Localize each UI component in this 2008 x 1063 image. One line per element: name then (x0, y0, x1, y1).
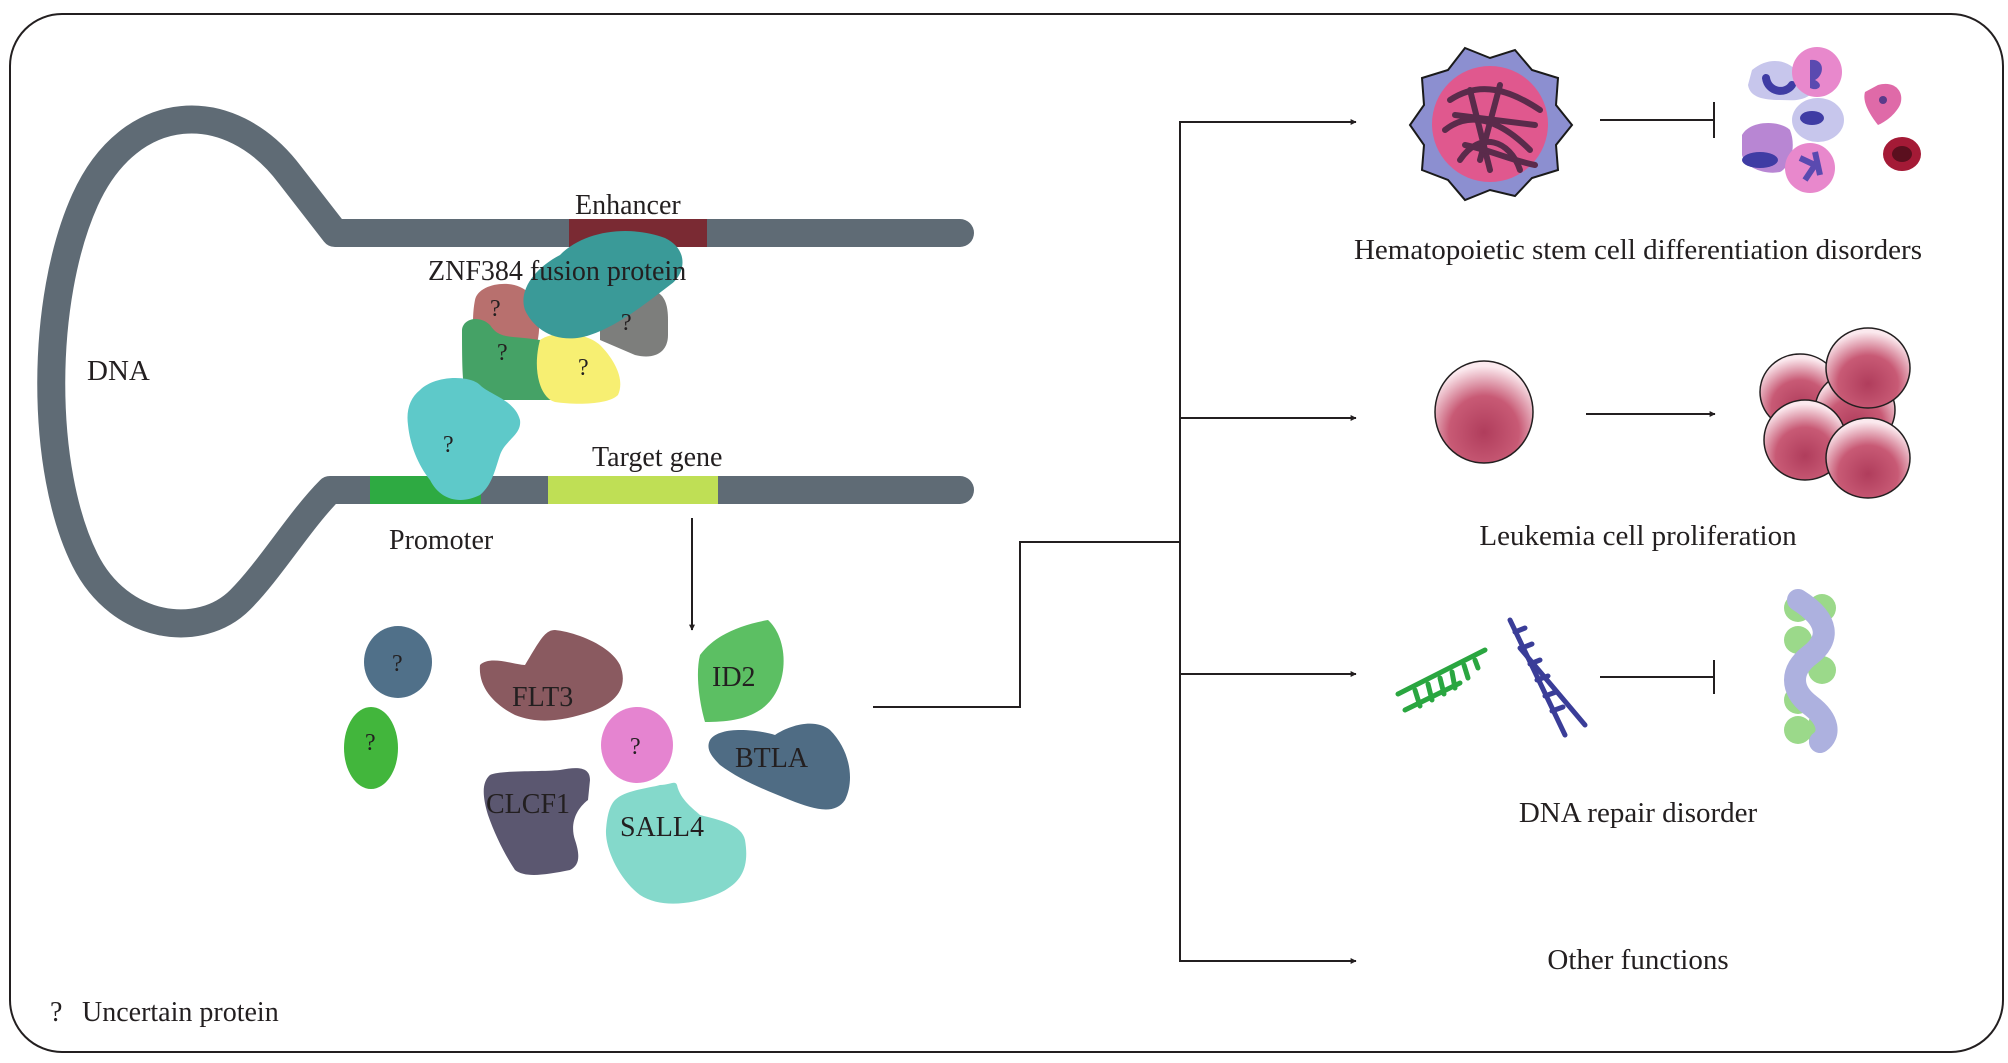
dna-molecule (37, 105, 974, 638)
stem-cell-icon (1408, 46, 1574, 202)
target-protein-btla (708, 723, 850, 810)
target-flt3-label: FLT3 (512, 682, 573, 713)
target-protein-flt3 (479, 630, 623, 721)
fusion-protein-label: ZNF384 fusion protein (428, 256, 686, 287)
complex-partner-green (462, 318, 560, 400)
transcription-complex: ? ? ? ? ? (407, 231, 683, 500)
connector-line (873, 541, 1180, 708)
intact-dna-helix-icon (1784, 589, 1838, 753)
outcome-proliferation: Leukemia cell proliferation (1434, 327, 1911, 552)
figure-frame (9, 13, 2004, 1053)
blood-cells-icon (1742, 47, 1921, 193)
target-btla-label: BTLA (735, 743, 809, 774)
target-sall4-label: SALL4 (620, 812, 704, 843)
target-clcf1-label: CLCF1 (486, 789, 570, 820)
partner-gray-question: ? (621, 310, 632, 336)
legend-symbol: ? (50, 997, 62, 1028)
legend-text: Uncertain protein (82, 997, 279, 1028)
target-unknown-pink-question: ? (630, 734, 641, 760)
complex-partner-yellow (536, 333, 621, 404)
target-protein-id2 (697, 620, 784, 722)
target-unknown-green-question: ? (365, 730, 376, 756)
leukemia-cell-icon (1434, 360, 1534, 464)
target-id2-label: ID2 (712, 662, 756, 693)
dna-strand (37, 105, 974, 638)
fusion-protein-shape (523, 231, 683, 339)
target-gene-label: Target gene (592, 442, 722, 473)
target-protein-sall4 (605, 782, 747, 904)
broken-dna-icon (1395, 617, 1588, 738)
target-protein-unknown-pink (601, 707, 673, 783)
complex-partner-cyan (407, 378, 521, 500)
target-protein-unknown-blue (364, 626, 432, 698)
target-gene-region (548, 476, 718, 504)
outcome-4-label: Other functions (1547, 944, 1728, 976)
outcome-3-label: DNA repair disorder (1519, 797, 1758, 829)
dna-label: DNA (87, 355, 150, 387)
partner-red-question: ? (490, 296, 501, 322)
outcome-1-label: Hematopoietic stem cell differentiation … (1354, 234, 1922, 266)
outcome-hsc: Hematopoietic stem cell differentiation … (1354, 46, 1922, 266)
partner-yellow-question: ? (578, 355, 589, 381)
proliferating-cells-icon (1759, 327, 1911, 499)
partner-cyan-question: ? (443, 432, 454, 458)
target-proteins: ? ? FLT3 ID2 ? BTLA CLCF1 SALL4 (344, 620, 850, 904)
outcome-2-label: Leukemia cell proliferation (1479, 520, 1797, 552)
outcome-dna-repair: DNA repair disorder (1395, 589, 1838, 829)
target-protein-clcf1 (483, 768, 590, 875)
legend: ? Uncertain protein (50, 997, 279, 1028)
promoter-label: Promoter (389, 525, 494, 556)
enhancer-label: Enhancer (575, 190, 681, 221)
target-protein-unknown-green (344, 707, 398, 789)
partner-green-question: ? (497, 340, 508, 366)
branch-connectors (873, 119, 1357, 964)
target-unknown-blue-question: ? (392, 651, 403, 677)
